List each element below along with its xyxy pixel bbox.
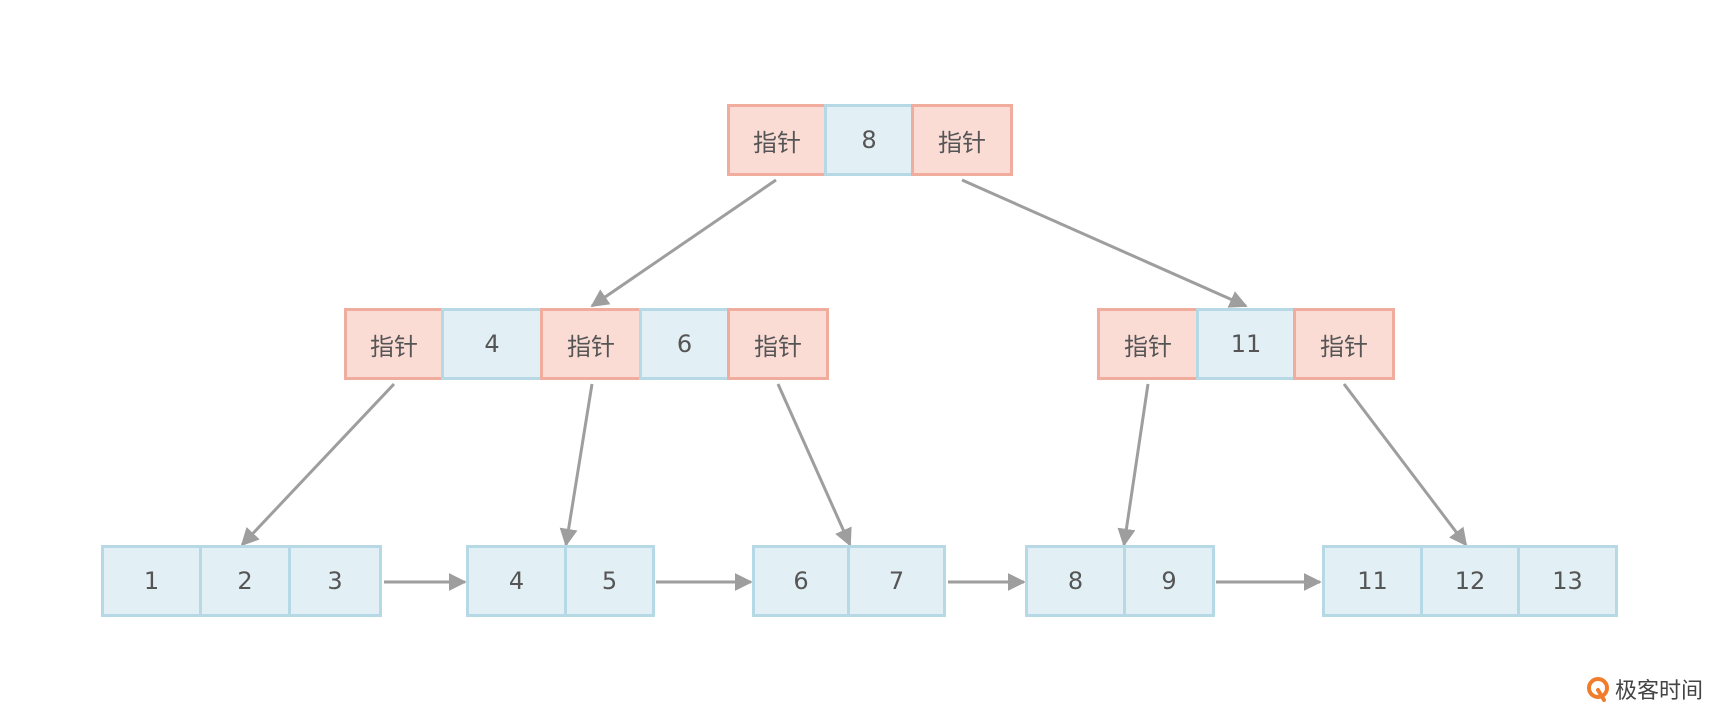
edge-internal-left-to-leaf-3 xyxy=(776,383,852,547)
internal-node-left: 指针 4 指针 6 指针 xyxy=(344,308,829,380)
pointer-cell: 指针 xyxy=(344,308,444,380)
pointer-cell: 指针 xyxy=(911,104,1013,176)
leaf-key-cell: 8 xyxy=(1025,545,1126,617)
leaf-node-4: 8 9 xyxy=(1025,545,1215,617)
leaf-node-3: 6 7 xyxy=(752,545,946,617)
leaf-key-cell: 9 xyxy=(1123,545,1215,617)
pointer-cell: 指针 xyxy=(540,308,642,380)
key-cell: 8 xyxy=(824,104,914,176)
internal-node-right: 指针 11 指针 xyxy=(1097,308,1395,380)
edge-root-to-internal-left xyxy=(590,178,777,308)
edge-internal-right-to-leaf-5 xyxy=(1342,383,1468,547)
geektime-logo-icon xyxy=(1586,677,1609,702)
leaf-key-cell: 7 xyxy=(847,545,946,617)
edge-internal-right-to-leaf-4 xyxy=(1117,383,1150,547)
pointer-cell: 指针 xyxy=(1097,308,1199,380)
key-cell: 6 xyxy=(639,308,730,380)
leaf-key-cell: 5 xyxy=(564,545,655,617)
leaf-key-cell: 13 xyxy=(1517,545,1618,617)
edge-internal-left-to-leaf-1 xyxy=(240,382,396,547)
leaf-key-cell: 2 xyxy=(199,545,291,617)
leaf-key-cell: 4 xyxy=(466,545,567,617)
watermark: 极客时间 xyxy=(1585,673,1703,705)
leaf-key-cell: 3 xyxy=(288,545,382,617)
leaf-key-cell: 1 xyxy=(101,545,202,617)
root-node: 指针 8 指针 xyxy=(727,104,1013,176)
edge-internal-left-to-leaf-2 xyxy=(559,383,594,547)
pointer-cell: 指针 xyxy=(727,104,827,176)
pointer-cell: 指针 xyxy=(1293,308,1395,380)
key-cell: 11 xyxy=(1196,308,1296,380)
leaf-node-5: 11 12 13 xyxy=(1322,545,1618,617)
leaf-key-cell: 12 xyxy=(1420,545,1520,617)
leaf-node-2: 4 5 xyxy=(466,545,655,617)
edge-root-to-internal-right xyxy=(961,178,1248,308)
leaf-key-cell: 11 xyxy=(1322,545,1423,617)
leaf-node-1: 1 2 3 xyxy=(101,545,382,617)
pointer-cell: 指针 xyxy=(727,308,829,380)
watermark-text: 极客时间 xyxy=(1614,679,1703,704)
key-cell: 4 xyxy=(441,308,543,380)
leaf-key-cell: 6 xyxy=(752,545,850,617)
